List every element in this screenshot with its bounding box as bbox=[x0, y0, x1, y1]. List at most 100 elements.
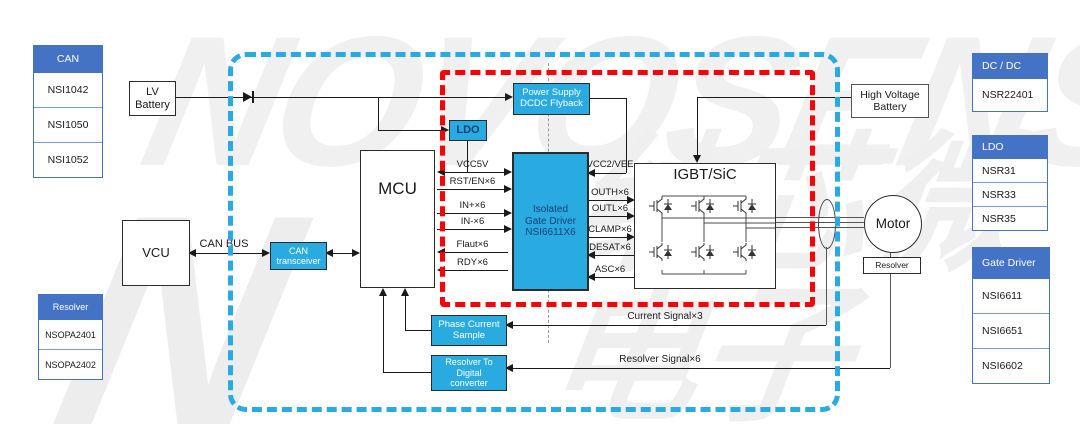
arrowhead bbox=[441, 126, 449, 134]
panel-can-title: CAN bbox=[56, 53, 80, 65]
list-item: NSI6611 bbox=[973, 279, 1049, 314]
lv-battery-box: LV Battery bbox=[129, 81, 176, 116]
panel-dcdc: DC / DC NSR22401 bbox=[972, 53, 1048, 112]
panel-resolver: Resolver NSOPA2401 NSOPA2402 bbox=[38, 294, 103, 380]
signal-line bbox=[444, 270, 508, 271]
power-supply-box: Power Supply DCDC Flyback bbox=[513, 83, 590, 115]
diode-icon bbox=[243, 92, 252, 102]
signal-line bbox=[594, 277, 634, 278]
can-transceiver-box: CAN transceiver bbox=[270, 242, 327, 270]
can-bus-label: CAN BUS bbox=[199, 238, 249, 250]
panel-dcdc-title: DC / DC bbox=[982, 60, 1022, 72]
panel-can: CAN NSI1042 NSI1050 NSI1052 bbox=[33, 45, 103, 178]
current-signal-label: Current Signal×3 bbox=[627, 311, 703, 322]
can-bus-line bbox=[195, 253, 263, 254]
list-item: NSOPA2401 bbox=[39, 320, 102, 350]
arrowhead bbox=[505, 93, 513, 101]
list-item: NSI6602 bbox=[973, 349, 1049, 383]
arrowhead bbox=[504, 185, 512, 193]
diode-bar bbox=[252, 91, 254, 103]
panel-gate-driver-header: Gate Driver bbox=[973, 248, 1049, 279]
igbt-sic-title: IGBT/SiC bbox=[673, 166, 737, 183]
panel-resolver-header: Resolver bbox=[39, 295, 102, 320]
arrowhead bbox=[379, 288, 387, 296]
signal-label-in-minus: IN-×6 bbox=[460, 216, 485, 227]
panel-ldo-header: LDO bbox=[973, 136, 1047, 159]
igbt-bridge-svg bbox=[649, 195, 775, 275]
signal-line bbox=[587, 237, 628, 238]
panel-ldo-title: LDO bbox=[982, 141, 1004, 153]
list-item: NSI1050 bbox=[34, 108, 102, 143]
arrowhead bbox=[587, 251, 595, 259]
arrowhead bbox=[693, 155, 701, 163]
hv-battery-box: High Voltage Battery bbox=[851, 84, 929, 118]
arrowhead bbox=[262, 249, 270, 257]
list-item: NSR33 bbox=[973, 183, 1047, 207]
pcs-mcu-line bbox=[405, 295, 406, 330]
signal-label-rdy: RDY×6 bbox=[457, 257, 488, 268]
signal-label-clamp: CLAMP×6 bbox=[588, 224, 632, 235]
current-signal-line bbox=[826, 247, 827, 325]
resolver-signal-label: Resolver Signal×6 bbox=[619, 354, 701, 365]
vcu-box: VCU bbox=[122, 220, 190, 286]
ldo-box: LDO bbox=[449, 120, 487, 141]
igbt-sic-box: IGBT/SiC bbox=[634, 163, 776, 289]
signal-line bbox=[587, 216, 628, 217]
panel-dcdc-header: DC / DC bbox=[973, 54, 1047, 79]
signal-line bbox=[437, 189, 505, 190]
mcu-box: MCU bbox=[360, 150, 435, 288]
arrowhead bbox=[627, 212, 635, 220]
signal-line bbox=[437, 213, 505, 214]
signal-label-asc: ASC×6 bbox=[594, 264, 626, 275]
arrowhead bbox=[325, 249, 333, 257]
arrowhead bbox=[627, 233, 635, 241]
rdc-mcu-line bbox=[383, 372, 431, 373]
list-item: NSI6651 bbox=[973, 314, 1049, 349]
ldo-branch-line bbox=[378, 130, 442, 131]
signal-label-desat: DESAT×6 bbox=[589, 242, 631, 253]
signal-label-rst-en: RST/EN×6 bbox=[449, 176, 496, 187]
resolver-box: Resolver bbox=[863, 257, 921, 274]
signal-line bbox=[587, 200, 628, 201]
arrowhead bbox=[401, 288, 409, 296]
signal-label-outl: OUTL×6 bbox=[591, 203, 629, 214]
vcc2-route bbox=[585, 98, 626, 99]
arrowhead bbox=[504, 209, 512, 217]
signal-label-flaut: Flaut×6 bbox=[456, 239, 489, 250]
arrowhead bbox=[504, 225, 512, 233]
panel-resolver-title: Resolver bbox=[52, 302, 89, 312]
phase-current-sample-box: Phase Current Sample bbox=[431, 315, 507, 346]
signal-line bbox=[444, 252, 508, 253]
signal-label-vcc2-vee: VCC2/VEE bbox=[586, 159, 634, 170]
motor-circle: Motor bbox=[864, 195, 922, 253]
panel-gate-driver: Gate Driver NSI6611 NSI6651 NSI6602 bbox=[972, 247, 1050, 384]
signal-label-in-plus: IN+×6 bbox=[459, 200, 486, 211]
signal-line bbox=[437, 229, 505, 230]
signal-label-vcc5v: VCC5V bbox=[456, 159, 489, 170]
resolver-signal-line bbox=[890, 272, 891, 368]
arrowhead bbox=[627, 196, 635, 204]
arrowhead bbox=[587, 273, 595, 281]
current-sensor-ellipse bbox=[818, 199, 836, 249]
signal-line bbox=[594, 173, 626, 174]
list-item: NSI1042 bbox=[34, 73, 102, 108]
transceiver-mcu-line bbox=[332, 253, 354, 254]
signal-line bbox=[594, 255, 634, 256]
arrowhead bbox=[504, 168, 512, 176]
resolver-signal-line bbox=[512, 368, 890, 369]
list-item: NSOPA2402 bbox=[39, 350, 102, 379]
ldo-vcc5v-line bbox=[467, 139, 468, 172]
current-signal-line bbox=[512, 325, 826, 326]
arrowhead bbox=[587, 169, 595, 177]
motor-resolver-line bbox=[890, 251, 891, 257]
arrowhead bbox=[188, 249, 196, 257]
panel-ldo: LDO NSR31 NSR33 NSR35 bbox=[972, 135, 1048, 231]
signal-label-outh: OUTH×6 bbox=[591, 187, 629, 198]
list-item: NSR35 bbox=[973, 207, 1047, 230]
arrowhead bbox=[352, 249, 360, 257]
lv-power-line bbox=[174, 97, 506, 98]
arrowhead bbox=[505, 321, 513, 329]
resolver-to-digital-box: Resolver To Digital converter bbox=[431, 355, 507, 391]
vcc2-route bbox=[626, 98, 627, 173]
panel-gate-driver-title: Gate Driver bbox=[982, 257, 1036, 269]
